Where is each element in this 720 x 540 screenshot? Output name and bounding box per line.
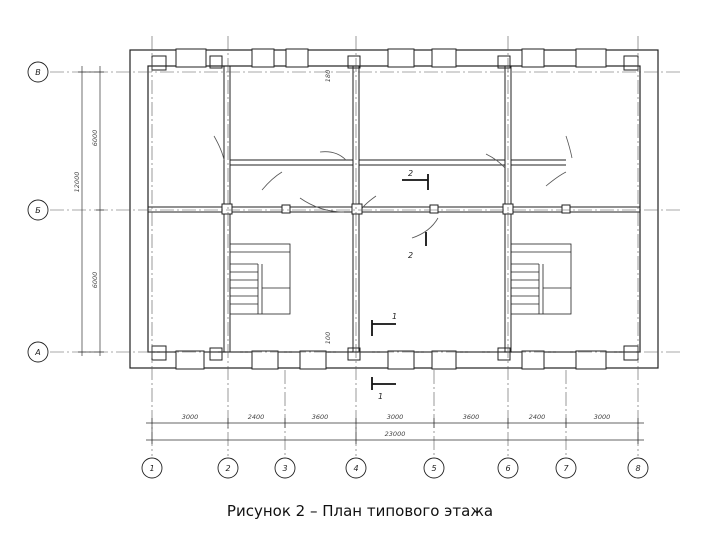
axis-bubble-4: 4	[345, 457, 367, 479]
axis-label-b: Б	[35, 206, 41, 215]
section-mark-lower-top: 1	[392, 312, 397, 321]
dim-span-4: 3000	[387, 413, 404, 421]
axis-bubble-row-v: В	[27, 61, 49, 83]
wall-note-bottom: 100	[324, 332, 332, 344]
axis-label-2: 2	[225, 464, 230, 473]
axis-bubble-row-a: А	[27, 341, 49, 363]
dim-overall: 23000	[385, 430, 406, 438]
section-marks	[371, 174, 429, 390]
axis-label-a: А	[34, 348, 40, 357]
dim-span-1: 3000	[182, 413, 199, 421]
dim-span-7: 3000	[594, 413, 611, 421]
axis-label-4: 4	[353, 464, 358, 473]
axis-bubble-5: 5	[423, 457, 445, 479]
axis-label-5: 5	[431, 464, 436, 473]
axis-bubble-3: 3	[274, 457, 296, 479]
stair-left	[229, 243, 291, 315]
axis-bubble-2: 2	[217, 457, 239, 479]
axis-label-v: В	[35, 68, 41, 77]
dim-left-overall: 12000	[73, 172, 81, 193]
axis-bubble-row-b: Б	[27, 199, 49, 221]
dim-span-3: 3600	[312, 413, 329, 421]
section-mark-lower-bottom: 1	[378, 392, 383, 401]
axis-lines	[50, 36, 680, 456]
axis-label-1: 1	[149, 464, 154, 473]
dim-span-2: 2400	[248, 413, 265, 421]
section-mark-upper-right: 2	[408, 169, 413, 178]
axis-bubble-8: 8	[627, 457, 649, 479]
axis-bubble-1: 1	[141, 457, 163, 479]
axis-label-8: 8	[635, 464, 640, 473]
stair-right	[510, 243, 572, 315]
axis-label-7: 7	[563, 464, 569, 473]
dim-span-5: 3600	[463, 413, 480, 421]
axis-bubble-7: 7	[555, 457, 577, 479]
figure-caption: Рисунок 2 – План типового этажа	[226, 502, 494, 520]
axis-label-3: 3	[282, 464, 287, 473]
dim-left-upper: 6000	[91, 130, 99, 147]
bottom-windows	[175, 350, 607, 370]
section-mark-upper-left: 2	[408, 251, 413, 260]
dim-left-lower: 6000	[91, 272, 99, 289]
dimension-lines	[78, 66, 644, 444]
wall-note-top: 180	[324, 70, 332, 82]
axis-label-6: 6	[505, 464, 510, 473]
axis-bubble-6: 6	[497, 457, 519, 479]
top-windows	[175, 48, 607, 68]
dim-span-6: 2400	[529, 413, 546, 421]
door-swings	[213, 135, 573, 239]
